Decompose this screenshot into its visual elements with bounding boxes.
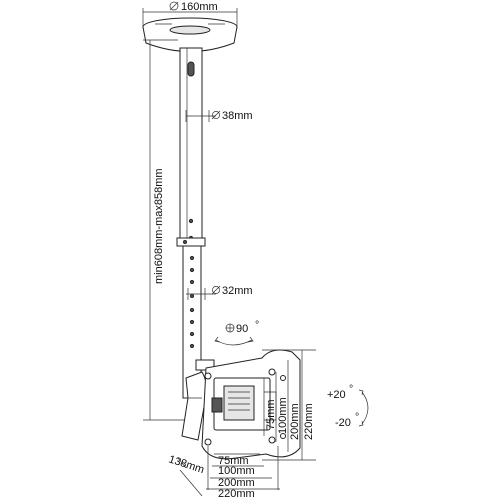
upper-tube-diameter-dimension: 38mm <box>185 110 253 122</box>
tilt-down-label: -20 <box>335 417 351 429</box>
vesa-vertical-dimensions: 75mm 100mm 200mm 220mm <box>262 349 316 461</box>
vesa-v-200-label: 200mm <box>289 403 301 440</box>
lower-tube-diameter-dimension: 32mm <box>186 285 253 300</box>
plate-diameter-label: 160mm <box>181 1 218 13</box>
vesa-h-75-label: 75mm <box>218 455 249 467</box>
upper-tube-diameter-label: 38mm <box>222 110 253 122</box>
ceiling-plate <box>142 17 238 52</box>
vesa-h-220-label: 220mm <box>218 488 255 500</box>
lower-tube-diameter-label: 32mm <box>222 285 253 297</box>
vesa-horizontal-dimensions: 75mm 100mm 200mm 220mm <box>206 446 280 500</box>
vesa-v-100-label: 100mm <box>277 397 289 434</box>
plate-diameter-dimension: 160mm <box>142 1 238 27</box>
vesa-h-200-label: 200mm <box>218 477 255 489</box>
tilt-annotation: +20 ° -20 ° <box>327 383 369 429</box>
upper-tube <box>176 47 206 247</box>
tilt-up-degree-sign: ° <box>349 383 353 395</box>
tilt-down-degree-sign: ° <box>355 411 359 423</box>
vesa-v-220-label: 220mm <box>303 403 315 440</box>
swivel-annotation: 90 ° <box>214 319 259 346</box>
swivel-label: 90 <box>236 323 248 335</box>
depth-label: 138mm <box>167 453 206 476</box>
vesa-h-100-label: 100mm <box>218 465 255 477</box>
depth-dimension: 138mm <box>167 453 206 497</box>
swivel-degree-sign: ° <box>255 319 259 331</box>
vesa-v-75-label: 75mm <box>265 399 277 430</box>
vesa-plate <box>201 349 301 460</box>
height-range-label: min608mm-max858mm <box>153 168 165 284</box>
tilt-up-label: +20 <box>327 389 346 401</box>
